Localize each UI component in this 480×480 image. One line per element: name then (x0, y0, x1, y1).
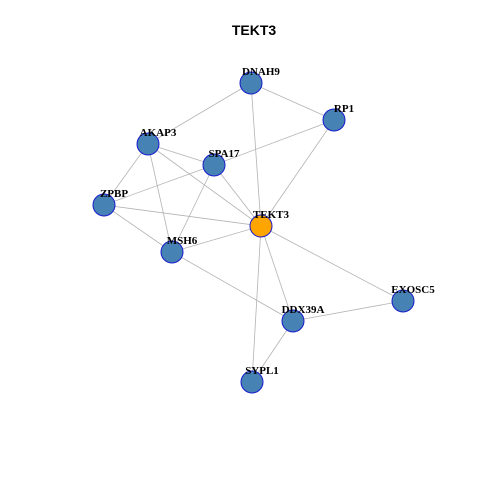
node-label-akap3: AKAP3 (140, 127, 177, 139)
edge-tekt3-exosc5 (260, 225, 404, 302)
node-rp1[interactable] (322, 108, 346, 132)
edge-spa17-zpbp (103, 164, 215, 206)
edges-layer (103, 82, 404, 383)
node-dnah9[interactable] (239, 71, 263, 95)
edge-msh6-tekt3 (171, 225, 262, 253)
node-msh6[interactable] (160, 240, 184, 264)
node-ddx39a[interactable] (281, 309, 305, 333)
node-label-sypl1: SYPL1 (245, 365, 279, 377)
edge-zpbp-msh6 (103, 204, 173, 253)
diagram-title: TEKT3 (232, 22, 277, 38)
node-zpbp[interactable] (92, 193, 116, 217)
edge-tekt3-ddx39a (260, 225, 294, 322)
node-akap3[interactable] (136, 132, 160, 156)
node-label-rp1: RP1 (334, 103, 354, 115)
node-label-zpbp: ZPBP (100, 188, 128, 200)
node-label-msh6: MSH6 (167, 235, 198, 247)
node-label-exosc5: EXOSC5 (391, 284, 435, 296)
edge-msh6-ddx39a (171, 251, 294, 322)
node-exosc5[interactable] (391, 289, 415, 313)
edge-rp1-spa17 (213, 119, 335, 166)
edge-tekt3-sypl1 (251, 225, 262, 383)
edge-zpbp-tekt3 (103, 204, 262, 227)
edge-akap3-zpbp (103, 143, 149, 206)
edge-dnah9-rp1 (250, 82, 335, 121)
nodes-layer (92, 71, 415, 394)
edge-spa17-tekt3 (213, 164, 262, 227)
node-label-dnah9: DNAH9 (242, 66, 280, 78)
edge-dnah9-akap3 (147, 82, 252, 145)
node-tekt3[interactable] (249, 214, 273, 238)
node-label-spa17: SPA17 (209, 148, 240, 160)
node-label-tekt3: TEKT3 (253, 209, 290, 221)
node-label-ddx39a: DDX39A (282, 304, 325, 316)
edge-rp1-tekt3 (260, 119, 335, 227)
edge-dnah9-tekt3 (250, 82, 262, 227)
edge-exosc5-ddx39a (292, 300, 404, 322)
edge-akap3-msh6 (147, 143, 173, 253)
edge-ddx39a-sypl1 (251, 320, 294, 383)
node-spa17[interactable] (202, 153, 226, 177)
edge-spa17-msh6 (171, 164, 215, 253)
node-sypl1[interactable] (240, 370, 264, 394)
edge-akap3-spa17 (147, 143, 215, 166)
